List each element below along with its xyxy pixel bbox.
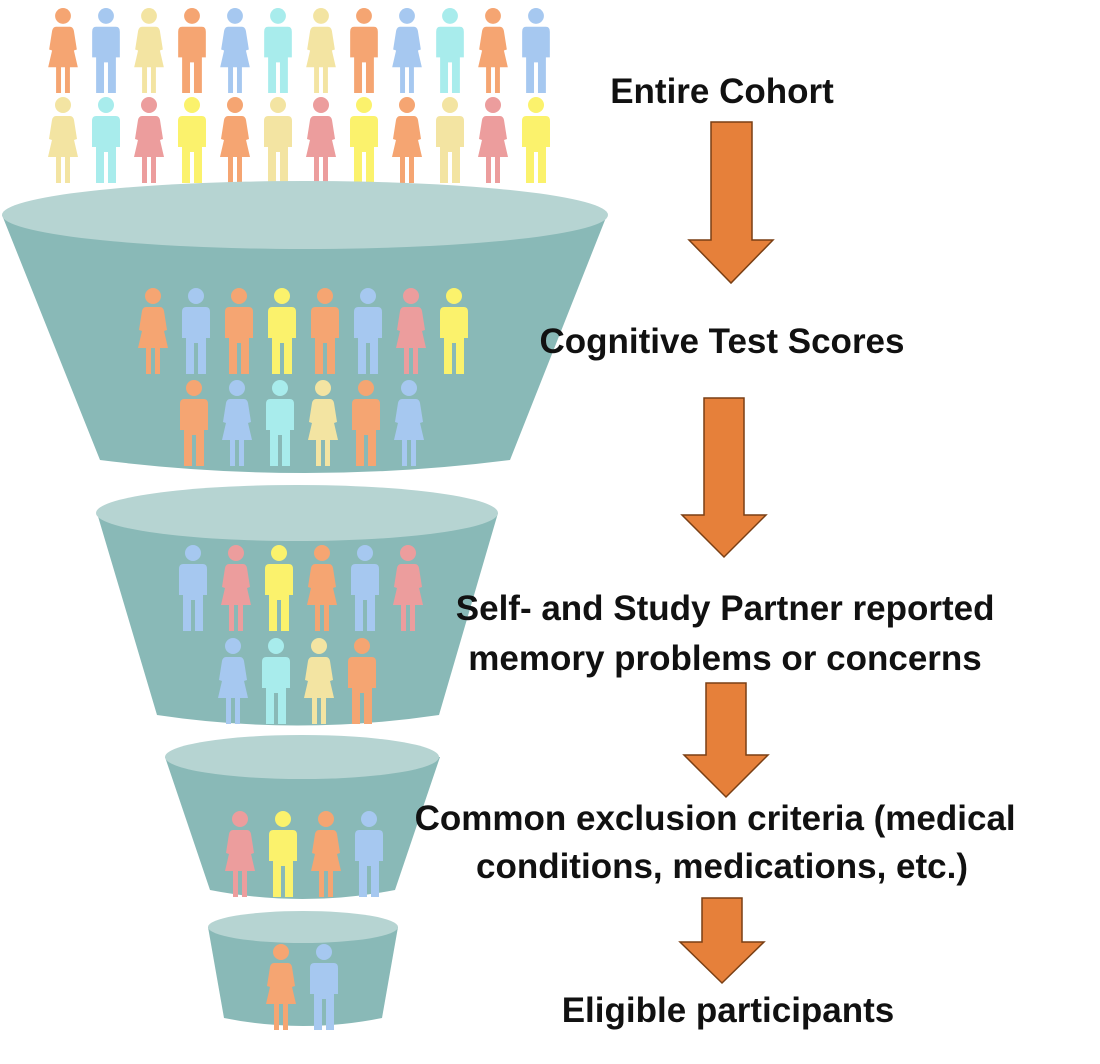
funnel-tier-1-body bbox=[2, 215, 607, 473]
person-female-icon bbox=[394, 380, 424, 466]
cohort-people bbox=[48, 8, 550, 183]
funnel-tier-1-rim bbox=[2, 181, 608, 249]
stage-label-eligible-participants: Eligible participants bbox=[562, 991, 895, 1030]
person-female-icon bbox=[48, 97, 78, 183]
arrow-down-3 bbox=[682, 682, 770, 799]
person-male-icon bbox=[436, 97, 464, 183]
funnel-tier-4-people bbox=[266, 944, 338, 1030]
person-male-icon bbox=[522, 97, 550, 183]
person-female-icon bbox=[222, 380, 252, 466]
person-female-icon bbox=[221, 545, 251, 631]
funnel-tier-2 bbox=[96, 485, 498, 726]
person-male-icon bbox=[348, 638, 376, 724]
person-female-icon bbox=[304, 638, 334, 724]
stage-label-memory-problems-line-1: Self- and Study Partner reported bbox=[456, 589, 995, 628]
person-female-icon bbox=[306, 8, 336, 94]
person-female-icon bbox=[220, 97, 250, 183]
person-male-icon bbox=[266, 380, 294, 466]
person-male-icon bbox=[180, 380, 208, 466]
person-male-icon bbox=[355, 811, 383, 897]
person-female-icon bbox=[478, 8, 508, 94]
person-male-icon bbox=[225, 288, 253, 374]
person-male-icon bbox=[351, 545, 379, 631]
person-male-icon bbox=[178, 97, 206, 183]
funnel-tier-1-people bbox=[138, 288, 468, 466]
funnel-tier-4-body bbox=[208, 927, 398, 1026]
person-male-icon bbox=[182, 288, 210, 374]
person-female-icon bbox=[392, 8, 422, 94]
person-male-icon bbox=[352, 380, 380, 466]
funnel-tier-4 bbox=[208, 911, 398, 1030]
person-female-icon bbox=[134, 97, 164, 183]
person-female-icon bbox=[393, 545, 423, 631]
funnel-tier-2-body bbox=[97, 513, 498, 726]
stage-label-entire-cohort: Entire Cohort bbox=[610, 72, 834, 111]
person-female-icon bbox=[220, 8, 250, 94]
person-male-icon bbox=[436, 8, 464, 94]
funnel-tier-3-people bbox=[225, 811, 383, 897]
person-male-icon bbox=[311, 288, 339, 374]
person-female-icon bbox=[218, 638, 248, 724]
person-female-icon bbox=[138, 288, 168, 374]
stage-label-exclusion-criteria-line-1: Common exclusion criteria (medical bbox=[415, 799, 1016, 838]
person-male-icon bbox=[269, 811, 297, 897]
stage-label-memory-problems-line-2: memory problems or concerns bbox=[468, 639, 982, 678]
person-female-icon bbox=[396, 288, 426, 374]
stage-label-exclusion-criteria: Common exclusion criteria (medical condi… bbox=[415, 799, 1026, 886]
person-male-icon bbox=[265, 545, 293, 631]
person-female-icon bbox=[478, 97, 508, 183]
person-female-icon bbox=[48, 8, 78, 94]
funnel-tier-3 bbox=[165, 735, 440, 899]
person-female-icon bbox=[134, 8, 164, 94]
funnel-tier-2-people bbox=[179, 545, 423, 724]
person-male-icon bbox=[262, 638, 290, 724]
person-female-icon bbox=[307, 545, 337, 631]
person-female-icon bbox=[308, 380, 338, 466]
person-female-icon bbox=[266, 944, 296, 1030]
person-male-icon bbox=[179, 545, 207, 631]
person-male-icon bbox=[92, 97, 120, 183]
funnel-tier-3-rim bbox=[165, 735, 439, 779]
person-male-icon bbox=[178, 8, 206, 94]
person-male-icon bbox=[350, 97, 378, 183]
person-male-icon bbox=[350, 8, 378, 94]
stage-label-exclusion-criteria-line-2: conditions, medications, etc.) bbox=[476, 847, 968, 886]
person-female-icon bbox=[392, 97, 422, 183]
person-male-icon bbox=[268, 288, 296, 374]
arrow-down-2 bbox=[680, 397, 768, 559]
person-female-icon bbox=[306, 97, 336, 183]
person-male-icon bbox=[310, 944, 338, 1030]
funnel-tier-4-rim bbox=[208, 911, 398, 943]
person-female-icon bbox=[225, 811, 255, 897]
person-male-icon bbox=[264, 97, 292, 183]
person-male-icon bbox=[92, 8, 120, 94]
stage-label-cognitive-test-scores: Cognitive Test Scores bbox=[539, 322, 904, 361]
person-female-icon bbox=[311, 811, 341, 897]
person-male-icon bbox=[440, 288, 468, 374]
person-male-icon bbox=[522, 8, 550, 94]
funnel-tier-2-rim bbox=[96, 485, 498, 541]
stage-label-memory-problems: Self- and Study Partner reported memory … bbox=[456, 589, 1004, 678]
arrow-down-4 bbox=[678, 897, 766, 985]
funnel-tier-1 bbox=[2, 181, 608, 473]
arrow-down-1 bbox=[687, 121, 775, 285]
person-male-icon bbox=[264, 8, 292, 94]
person-male-icon bbox=[354, 288, 382, 374]
